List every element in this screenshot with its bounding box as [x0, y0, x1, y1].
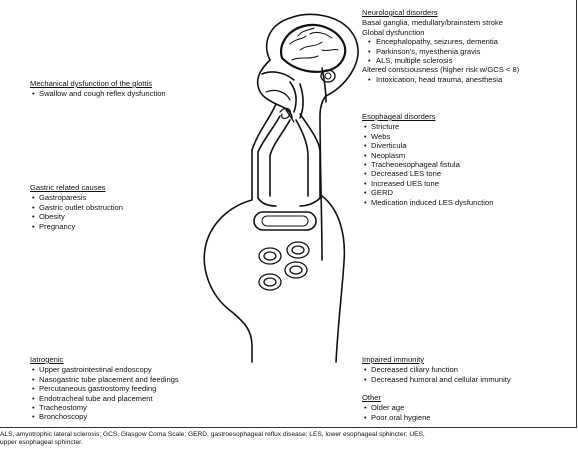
list-item: Older age: [362, 403, 431, 413]
list-item: Tracheoesophageal fistula: [362, 160, 493, 170]
list-item: Obesity: [30, 212, 123, 222]
list-item: Parkinson's, myesthenia gravis: [362, 47, 519, 57]
list-item: Stricture: [362, 122, 493, 132]
brain: [280, 23, 347, 73]
neuro-block: Neurological disorders Basal ganglia, me…: [362, 8, 520, 85]
list-item: Nasogastric tube placement and feedings: [30, 375, 179, 385]
gastric-neck: [257, 197, 321, 207]
list-item: ALS, multiple sclerosis: [362, 56, 519, 66]
cerebellum: [320, 69, 336, 83]
iatrogenic-heading: Iatrogenic: [30, 355, 64, 364]
iatrogenic-list: Upper gastrointestinal endoscopy Nasogas…: [30, 365, 179, 422]
list-item: Poor oral hygiene: [362, 413, 431, 423]
face-profile: [256, 59, 293, 119]
brainstem: [321, 67, 327, 103]
nasal-cavity: [261, 71, 295, 81]
oral-cavity: [265, 89, 291, 101]
other-list: Older age Poor oral hygiene: [362, 403, 431, 422]
gastric-list: Gastroparesis Gastric outlet obstruction…: [30, 193, 123, 231]
list-item: Pregnancy: [30, 222, 123, 232]
gastric-block: Gastric related causes Gastroparesis Gas…: [30, 183, 123, 231]
immunity-heading: Impaired immunity: [362, 355, 425, 364]
list-item: Intoxication, head trauma, anesthesia: [362, 75, 519, 85]
neuro-line-stroke: Basal ganglia, medullary/brainstem strok…: [362, 18, 503, 28]
glottis-list: Swallow and cough reflex dysfunction: [30, 89, 166, 99]
list-item: Medication induced LES dysfunction: [362, 198, 493, 208]
list-item: Decreased ciliary function: [362, 365, 511, 375]
list-item: Diverticula: [362, 141, 493, 151]
list-item: Tracheostomy: [30, 403, 179, 413]
esophageal-list: Stricture Webs Diverticula Neoplasm Trac…: [362, 122, 493, 207]
list-item: Encephalopathy, seizures, dementia: [362, 37, 519, 47]
body-back: [321, 195, 346, 363]
neuro-heading: Neurological disorders: [362, 8, 438, 17]
pharynx: [289, 81, 304, 119]
other-block: Other Older age Poor oral hygiene: [362, 393, 431, 423]
esophagus-right: [299, 113, 321, 199]
other-heading: Other: [362, 393, 381, 402]
footnote: ALS, amyotrophic lateral sclerosis; GCS,…: [0, 431, 425, 447]
list-item: Webs: [362, 132, 493, 142]
list-item: GERD: [362, 188, 493, 198]
list-item: Bronchoscopy: [30, 412, 179, 422]
glottis: [279, 107, 295, 123]
intestines: [258, 241, 310, 291]
immunity-block: Impaired immunity Decreased ciliary func…: [362, 355, 511, 385]
list-item: Decreased humoral and cellular immunity: [362, 375, 511, 385]
stomach: [253, 211, 317, 231]
iatrogenic-block: Iatrogenic Upper gastrointestinal endosc…: [30, 355, 179, 422]
esophageal-heading: Esophageal disorders: [362, 112, 436, 121]
list-item: Increased UES tone: [362, 179, 493, 189]
esophagus-inner-left: [269, 119, 291, 197]
list-item: Swallow and cough reflex dysfunction: [30, 89, 166, 99]
esophageal-block: Esophageal disorders Stricture Webs Dive…: [362, 112, 493, 207]
esophagus-left: [257, 115, 281, 199]
list-item: Gastric outlet obstruction: [30, 203, 123, 213]
figure-frame: [0, 0, 577, 428]
anatomy-illustration: [203, 13, 359, 363]
neuro-list: Encephalopathy, seizures, dementia Parki…: [362, 37, 519, 66]
immunity-list: Decreased ciliary function Decreased hum…: [362, 365, 511, 384]
list-item: Gastroparesis: [30, 193, 123, 203]
glottis-block: Mechanical dysfunction of the glottis Sw…: [30, 79, 166, 99]
body-outline: [203, 149, 253, 363]
neuro-list-2: Intoxication, head trauma, anesthesia: [362, 75, 519, 85]
list-item: Percutaneous gastrostomy feeding: [30, 384, 179, 394]
list-item: Upper gastrointestinal endoscopy: [30, 365, 179, 375]
neuro-line-global: Global dysfunction: [362, 27, 425, 37]
neuro-line-consciousness: Altered consciousness (higher risk w/GCS…: [362, 65, 520, 75]
esophagus-inner-right: [295, 119, 309, 197]
neck-front: [251, 103, 277, 151]
list-item: Neoplasm: [362, 151, 493, 161]
brain-folds: [289, 27, 339, 61]
list-item: Endotracheal tube and placement: [30, 394, 179, 404]
gastric-heading: Gastric related causes: [30, 183, 106, 192]
list-item: Decreased LES tone: [362, 169, 493, 179]
glottis-heading: Mechanical dysfunction of the glottis: [30, 79, 152, 88]
